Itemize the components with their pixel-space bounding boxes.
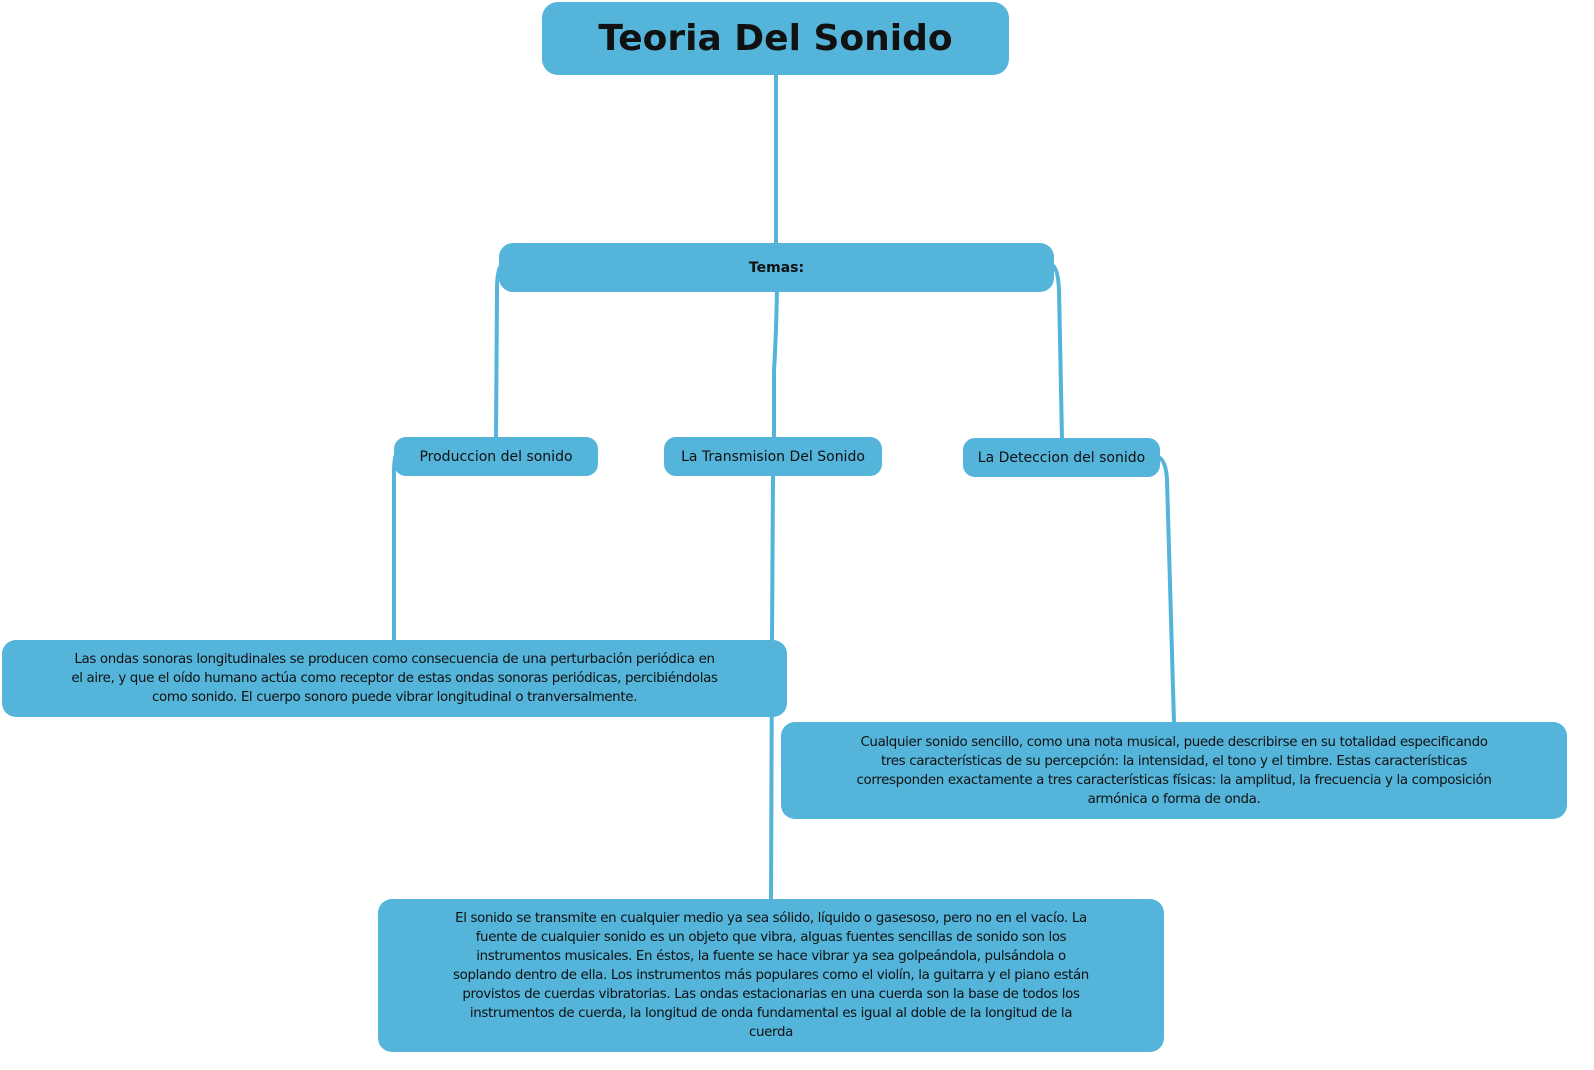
temas-node[interactable]: Temas: xyxy=(499,243,1054,292)
link-temas-transmision xyxy=(772,288,779,440)
desc-produccion[interactable]: Las ondas sonoras longitudinales se prod… xyxy=(2,640,787,717)
temas-text: Temas: xyxy=(748,259,805,276)
title-text: Teoria Del Sonido xyxy=(598,18,953,59)
topic-label: La Deteccion del sonido xyxy=(977,449,1146,466)
topic-produccion[interactable]: Produccion del sonido xyxy=(394,437,598,476)
topic-deteccion[interactable]: La Deteccion del sonido xyxy=(963,438,1160,477)
desc-transmision[interactable]: El sonido se transmite en cualquier medi… xyxy=(378,899,1164,1052)
desc-text: El sonido se transmite en cualquier medi… xyxy=(453,911,1089,1040)
desc-text: Las ondas sonoras longitudinales se prod… xyxy=(71,652,718,705)
link-deteccion-desc xyxy=(1156,455,1176,725)
title-node[interactable]: Teoria Del Sonido xyxy=(542,2,1009,75)
link-temas-deteccion xyxy=(1050,263,1064,441)
desc-text: Cualquier sonido sencillo, como una nota… xyxy=(856,734,1492,807)
topic-label: Produccion del sonido xyxy=(419,448,573,465)
topic-label: La Transmision Del Sonido xyxy=(681,448,865,465)
topic-transmision[interactable]: La Transmision Del Sonido xyxy=(664,437,882,476)
link-temas-produccion xyxy=(494,263,504,440)
link-produccion-desc xyxy=(392,453,398,644)
desc-deteccion[interactable]: Cualquier sonido sencillo, como una nota… xyxy=(781,722,1567,819)
